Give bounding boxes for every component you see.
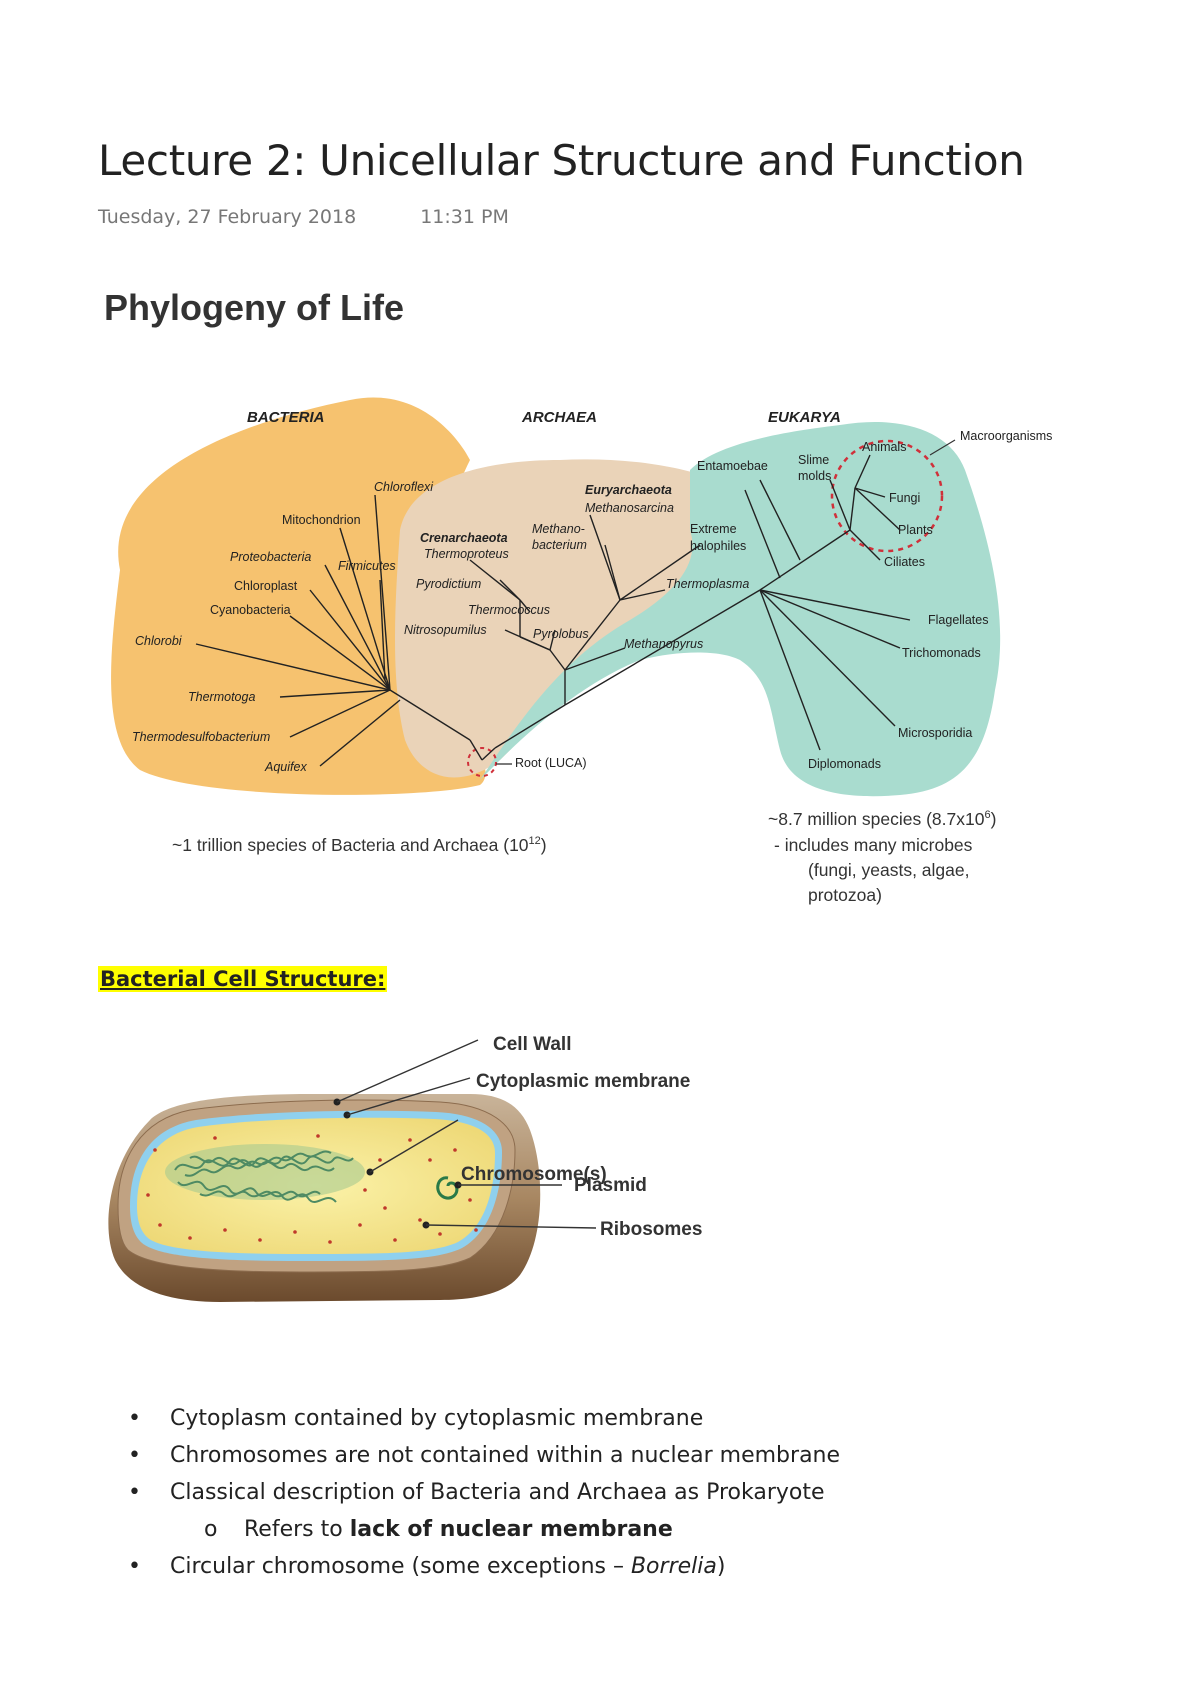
archaea-region [395, 459, 782, 778]
macroorganisms-leader [929, 439, 956, 456]
taxon-label: Chlorobi [135, 634, 183, 648]
taxon-label: Methano- [532, 522, 585, 536]
cytoplasmic-membrane-label: Cytoplasmic membrane [476, 1071, 690, 1092]
taxon-label: Fungi [889, 491, 920, 505]
taxon-label: Pyrodictium [416, 577, 481, 591]
chromosome [165, 1144, 365, 1203]
taxon-label: Methanopyrus [624, 637, 703, 651]
taxon-label: Entamoebae [697, 459, 768, 473]
taxon-label: Mitochondrion [282, 513, 361, 527]
taxon-label: Thermoplasma [666, 577, 749, 591]
list-item: Cytoplasm contained by cytoplasmic membr… [120, 1400, 1160, 1437]
tree-branches [195, 454, 911, 767]
sub-list-item: Refers to lack of nuclear membrane [120, 1511, 1160, 1548]
taxon-label: Ciliates [884, 555, 925, 569]
taxon-label: bacterium [532, 538, 587, 552]
taxon-label: Proteobacteria [230, 550, 311, 564]
domain-label-bacteria: BACTERIA [247, 409, 325, 426]
plasmid [436, 1176, 459, 1200]
taxon-label: Animals [862, 440, 906, 454]
domain-label-eukarya: EUKARYA [768, 409, 841, 426]
taxon-label: Methanosarcina [585, 501, 674, 515]
taxon-label: molds [798, 469, 831, 483]
taxon-label: Plants [898, 523, 933, 537]
taxon-label: Thermotoga [188, 690, 255, 704]
taxon-label: halophiles [690, 539, 746, 553]
chromosome-label: Chromosome(s) [461, 1164, 607, 1185]
notes-list: Cytoplasm contained by cytoplasmic membr… [120, 1400, 1160, 1585]
taxon-label: Nitrosopumilus [404, 623, 487, 637]
page-title: Lecture 2: Unicellular Structure and Fun… [98, 136, 1025, 185]
taxon-label: Diplomonads [808, 757, 881, 771]
plasmid-label: Plasmid [574, 1175, 647, 1196]
eukarya-note-1: - includes many microbes [774, 835, 973, 855]
bacteria-region [111, 397, 486, 795]
taxon-label: Slime [798, 453, 829, 467]
taxon-label: Euryarchaeota [585, 483, 672, 497]
eukarya-species-count: ~8.7 million species (8.7x106) [768, 809, 996, 829]
taxon-label: Trichomonads [902, 646, 981, 660]
taxon-label: Thermoproteus [424, 547, 509, 561]
macroorganisms-circle [830, 439, 944, 553]
taxon-label: Chloroflexi [374, 480, 434, 494]
taxon-label: Pyrolobus [533, 627, 589, 641]
bacteria-archaea-species-count: ~1 trillion species of Bacteria and Arch… [172, 835, 547, 855]
eukarya-note-2: (fungi, yeasts, algae, [808, 860, 969, 880]
taxon-label: Cyanobacteria [210, 603, 291, 617]
ribosomes-label: Ribosomes [600, 1219, 702, 1240]
phylogeny-figure: Phylogeny of Life [104, 287, 1052, 905]
taxon-label: Crenarchaeota [420, 531, 508, 545]
taxon-label: Firmicutes [338, 559, 396, 573]
taxon-label: Thermodesulfobacterium [132, 730, 270, 744]
bacterial-cell-heading: Bacterial Cell Structure: [98, 966, 388, 992]
ribosomes [146, 1134, 478, 1244]
taxon-label: Chloroplast [234, 579, 298, 593]
list-item: Chromosomes are not contained within a n… [120, 1437, 1160, 1474]
taxon-label: Flagellates [928, 613, 988, 627]
page-date: Tuesday, 27 February 2018 [98, 206, 357, 228]
list-item: Circular chromosome (some exceptions – B… [120, 1548, 1160, 1585]
list-item: Classical description of Bacteria and Ar… [120, 1474, 1160, 1511]
taxon-label: Microsporidia [898, 726, 972, 740]
root-label: Root (LUCA) [515, 756, 587, 770]
cell-wall-label: Cell Wall [493, 1034, 571, 1055]
eukarya-region [480, 422, 1001, 797]
macroorganisms-label: Macroorganisms [960, 429, 1052, 443]
taxon-label: Aquifex [264, 760, 307, 774]
taxon-label: Thermococcus [468, 603, 550, 617]
bacterial-cell-diagram: Cell Wall Cytoplasmic membrane Chromosom… [108, 1034, 702, 1302]
eukarya-note-3: protozoa) [808, 885, 882, 905]
label-leaders [336, 1039, 597, 1229]
taxon-label: Extreme [690, 522, 737, 536]
domain-label-archaea: ARCHAEA [521, 409, 597, 426]
phylogeny-heading: Phylogeny of Life [104, 287, 404, 328]
page-time: 11:31 PM [420, 206, 509, 228]
root-circle [467, 747, 497, 777]
page-timestamp: Tuesday, 27 February 2018 11:31 PM [98, 206, 509, 228]
